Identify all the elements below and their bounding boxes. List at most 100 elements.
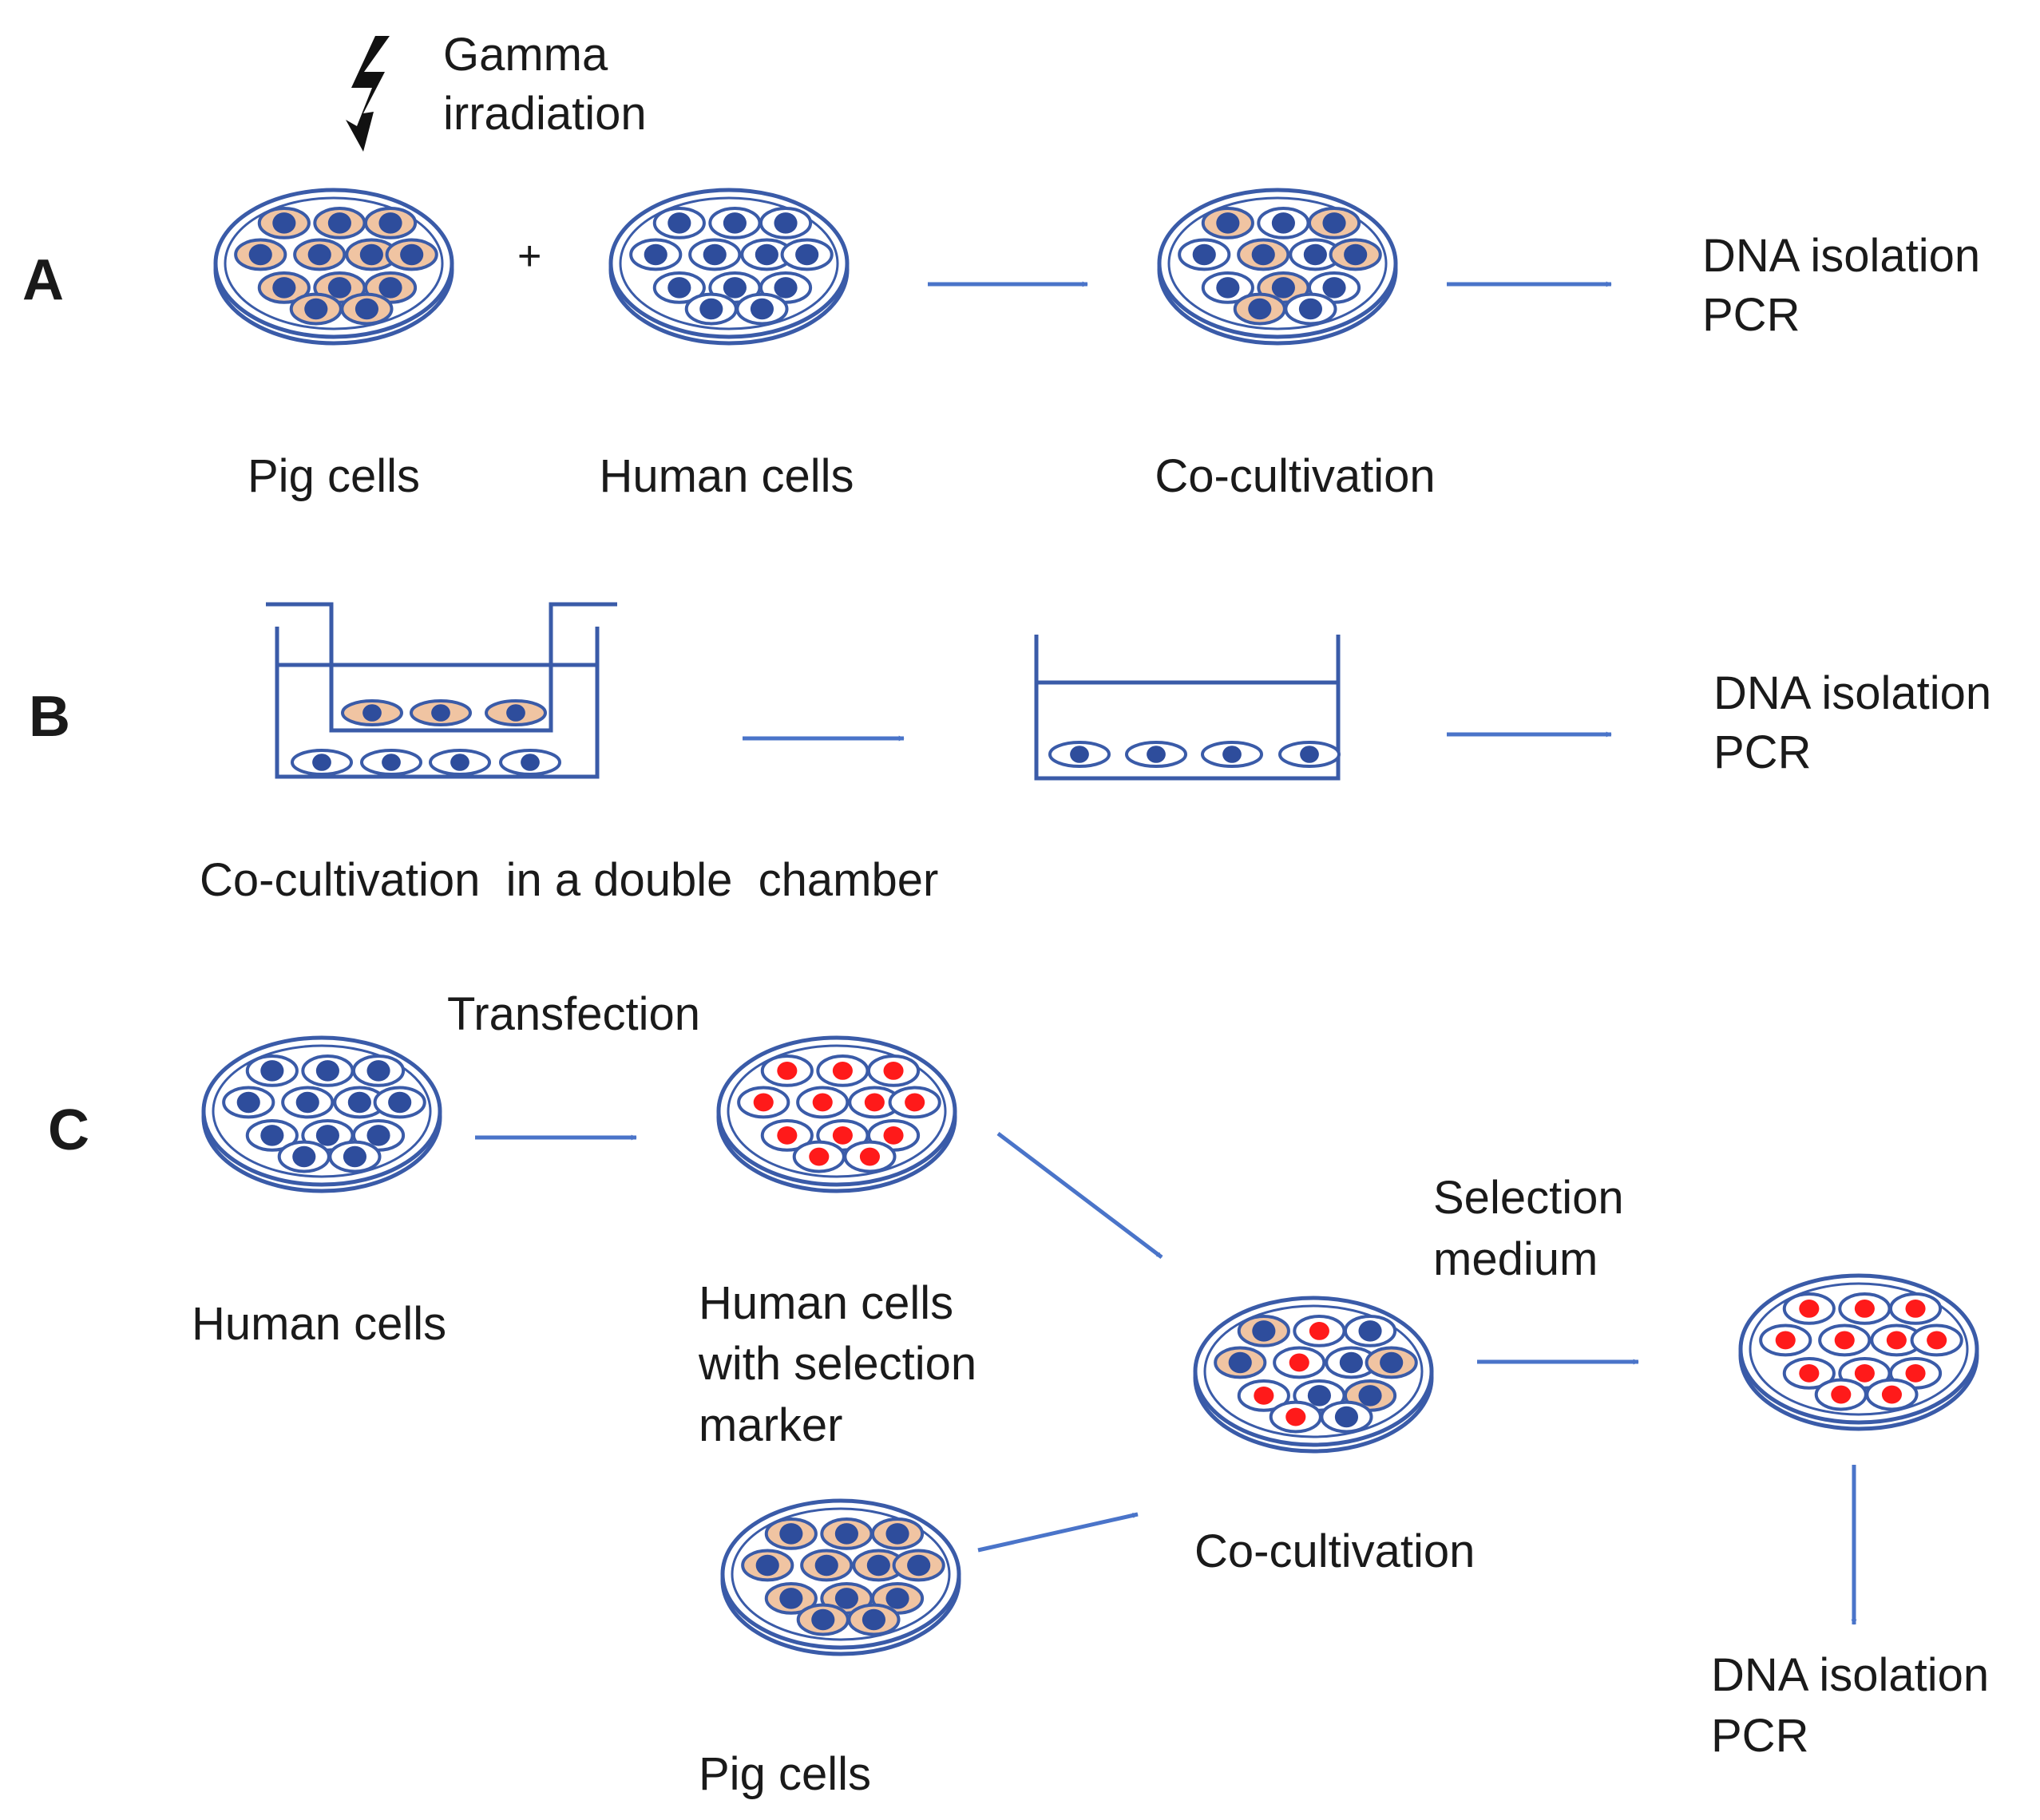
selection-medium-line2: medium — [1433, 1233, 1598, 1285]
cell — [796, 1086, 850, 1119]
cell-nucleus — [260, 1125, 284, 1146]
cell — [1888, 1292, 1943, 1325]
cell — [652, 271, 706, 304]
selection-marker — [864, 1093, 885, 1112]
dish-inner-wall — [731, 1507, 951, 1641]
cell — [257, 207, 311, 239]
cell — [301, 1054, 355, 1087]
selection-marker — [883, 1061, 904, 1080]
dish-inner-wall — [727, 1044, 947, 1178]
cell — [234, 238, 287, 271]
selection-marker — [905, 1093, 925, 1112]
marked-cells-line1: Human cells — [699, 1277, 953, 1329]
cell — [759, 207, 813, 239]
cell — [277, 1140, 331, 1173]
cell — [1782, 1356, 1836, 1390]
insert-pig-cells — [341, 699, 547, 726]
cell — [708, 207, 762, 239]
cell-nucleus — [755, 1554, 779, 1577]
pcr-c: PCR — [1711, 1710, 1808, 1762]
selection-marker — [1799, 1299, 1820, 1318]
cell — [780, 238, 834, 271]
cell — [1910, 1323, 1963, 1357]
panel-c-letter: C — [48, 1098, 89, 1162]
cell — [340, 292, 394, 326]
cell — [800, 1549, 854, 1582]
cell — [760, 1054, 814, 1087]
selection-marker — [1799, 1363, 1820, 1383]
cell — [848, 1086, 901, 1119]
selection-marker — [1854, 1363, 1875, 1383]
cell-nucleus — [667, 212, 691, 234]
gamma-irradiation-line2: irradiation — [443, 88, 647, 140]
cell — [313, 207, 366, 239]
cell — [1233, 292, 1286, 326]
cell-nucleus — [248, 243, 272, 266]
cell-nucleus — [521, 754, 540, 771]
cell — [652, 207, 706, 239]
cell — [843, 1140, 897, 1173]
selection-marker — [832, 1126, 853, 1145]
double-chamber — [266, 602, 617, 779]
cell-nucleus — [885, 1523, 909, 1545]
cell-nucleus — [1192, 243, 1216, 266]
cell-nucleus — [834, 1523, 858, 1545]
cell — [485, 699, 547, 726]
arrow-c4 — [977, 1512, 1139, 1553]
cell — [1284, 292, 1337, 326]
dna-isolation-b: DNA isolation — [1713, 667, 1991, 719]
marked-cells-line2: with selection — [698, 1338, 976, 1390]
selected-cells-dish — [1738, 1273, 1979, 1431]
cell-nucleus — [1344, 243, 1368, 266]
bottom-human-cells — [291, 749, 561, 776]
cell-nucleus — [774, 212, 798, 234]
cell-nucleus — [327, 212, 351, 234]
cell — [1838, 1292, 1891, 1325]
cell — [333, 1086, 386, 1119]
cell — [1759, 1323, 1812, 1357]
cell-nucleus — [699, 298, 723, 320]
cell-nucleus — [315, 1060, 339, 1082]
dna-isolation-c: DNA isolation — [1711, 1649, 1989, 1701]
cell-nucleus — [355, 298, 379, 320]
cell — [245, 1118, 299, 1152]
human-cells-dish-a — [608, 188, 850, 346]
cell — [1343, 1315, 1397, 1347]
cell — [373, 1086, 426, 1119]
cell-nucleus — [347, 1091, 371, 1114]
cell-nucleus — [378, 212, 402, 234]
cell — [410, 699, 472, 726]
cell — [1818, 1323, 1872, 1357]
cell — [1269, 1400, 1322, 1434]
cell — [1237, 1315, 1290, 1347]
selection-marker — [1831, 1385, 1852, 1404]
cell-nucleus — [1298, 298, 1323, 320]
single-well-walls — [1034, 635, 1341, 781]
cell — [257, 271, 311, 304]
cell — [363, 207, 418, 239]
pig-cells-label-a: Pig cells — [248, 450, 420, 502]
selection-marker — [777, 1126, 798, 1145]
cell — [870, 1517, 925, 1550]
cell — [1201, 207, 1254, 239]
cell — [1257, 207, 1310, 239]
cell-nucleus — [315, 1125, 339, 1146]
cell-nucleus — [703, 243, 727, 266]
pig-cells-label-c: Pig cells — [699, 1748, 871, 1800]
cell-nucleus — [1358, 1320, 1382, 1342]
cell-nucleus — [366, 1060, 390, 1082]
pig-cells-dish-c — [720, 1498, 961, 1656]
cell-nucleus — [667, 277, 691, 299]
selection-marker — [883, 1126, 904, 1145]
cell-nucleus — [366, 1125, 390, 1146]
selection-marker — [1285, 1407, 1306, 1426]
cell — [1307, 207, 1361, 239]
cell-nucleus — [1070, 746, 1089, 763]
panel-b-letter: B — [29, 685, 70, 749]
cell-nucleus — [400, 243, 424, 266]
cell-nucleus — [1271, 277, 1295, 299]
cell-nucleus — [834, 1588, 858, 1609]
cell-nucleus — [885, 1588, 909, 1609]
cell — [1237, 1379, 1290, 1412]
selection-marker — [1254, 1386, 1274, 1405]
